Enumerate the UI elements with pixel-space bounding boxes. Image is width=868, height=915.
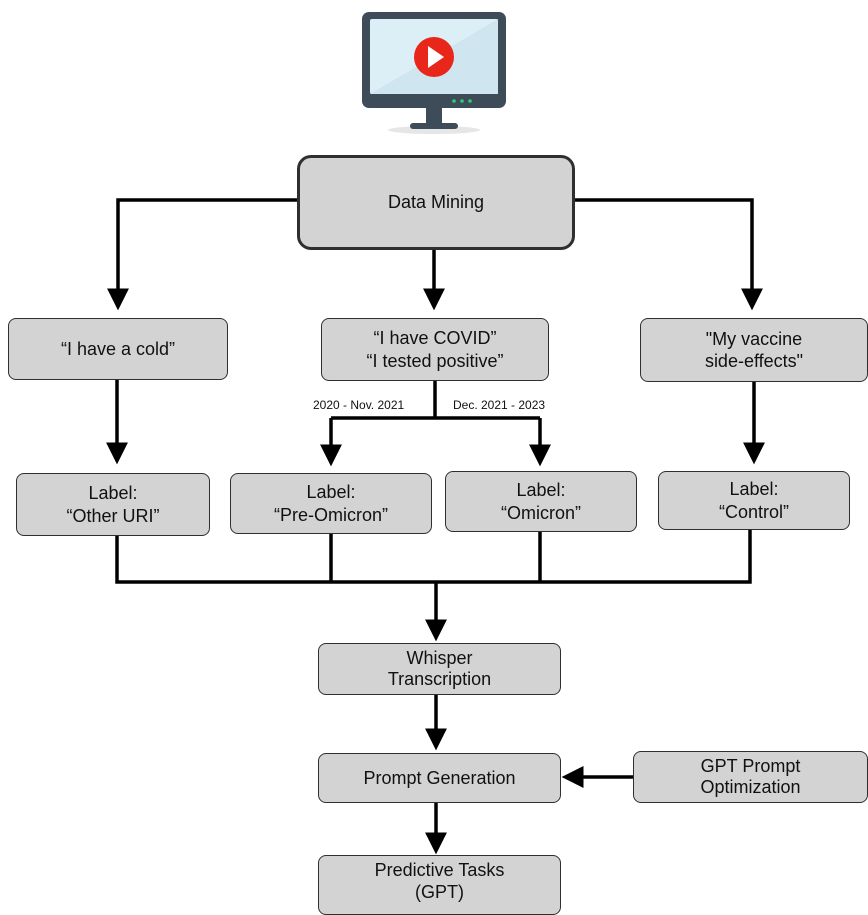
prompt-generation-label: Prompt Generation bbox=[363, 767, 516, 788]
covid-box: “I have COVID” “I tested positive” bbox=[321, 318, 549, 381]
label-control-line2: “Control” bbox=[718, 501, 789, 522]
predictive-line2: (GPT) bbox=[415, 881, 464, 902]
gpt-prompt-optimization-box: GPT Prompt Optimization bbox=[633, 751, 868, 803]
arrow-to-vaccine bbox=[572, 198, 763, 311]
branch-label-omicron: Dec. 2021 - 2023 bbox=[453, 398, 546, 412]
covid-label-line1: “I have COVID” bbox=[373, 328, 497, 348]
cold-label: “I have a cold” bbox=[60, 338, 176, 359]
branch-label-pre-omicron: 2020 - Nov. 2021 bbox=[313, 398, 405, 412]
vaccine-box: "My vaccine side-effects" bbox=[640, 318, 868, 382]
predictive-tasks-box: Predictive Tasks (GPT) bbox=[318, 855, 561, 915]
label-pre-omicron-line2: “Pre-Omicron” bbox=[273, 504, 388, 525]
cold-box: “I have a cold” bbox=[8, 318, 228, 380]
whisper-transcription-box: Whisper Transcription bbox=[318, 643, 561, 695]
label-pre-omicron-line1: Label: bbox=[306, 482, 356, 502]
covid-label-line2: “I tested positive” bbox=[366, 350, 504, 371]
label-omicron-line2: “Omicron” bbox=[501, 502, 581, 523]
whisper-line2: Transcription bbox=[387, 669, 492, 689]
gpt-opt-line2: Optimization bbox=[700, 777, 801, 797]
merge-line bbox=[115, 530, 752, 584]
label-control-line1: Label: bbox=[729, 479, 779, 499]
monitor-icon bbox=[352, 6, 516, 138]
label-omicron-line1: Label: bbox=[516, 480, 566, 500]
vaccine-label-line1: "My vaccine bbox=[705, 328, 803, 349]
prompt-generation-box: Prompt Generation bbox=[318, 753, 561, 803]
label-omicron-box: Label: “Omicron” bbox=[445, 471, 637, 532]
play-button-icon bbox=[414, 37, 454, 77]
gpt-opt-line1: GPT Prompt bbox=[700, 756, 801, 777]
whisper-line1: Whisper bbox=[406, 648, 473, 669]
label-other-uri-box: Label: “Other URI” bbox=[16, 473, 210, 536]
label-other-uri-line1: Label: bbox=[88, 483, 138, 503]
label-other-uri-line2: “Other URI” bbox=[66, 505, 160, 526]
arrow-to-cold bbox=[107, 198, 300, 311]
predictive-line1: Predictive Tasks bbox=[374, 860, 505, 880]
label-control-box: Label: “Control” bbox=[658, 471, 850, 530]
data-mining-box: Data Mining bbox=[297, 155, 575, 250]
vaccine-label-line2: side-effects" bbox=[704, 351, 804, 371]
data-mining-label: Data Mining bbox=[387, 192, 485, 213]
label-pre-omicron-box: Label: “Pre-Omicron” bbox=[230, 473, 432, 534]
